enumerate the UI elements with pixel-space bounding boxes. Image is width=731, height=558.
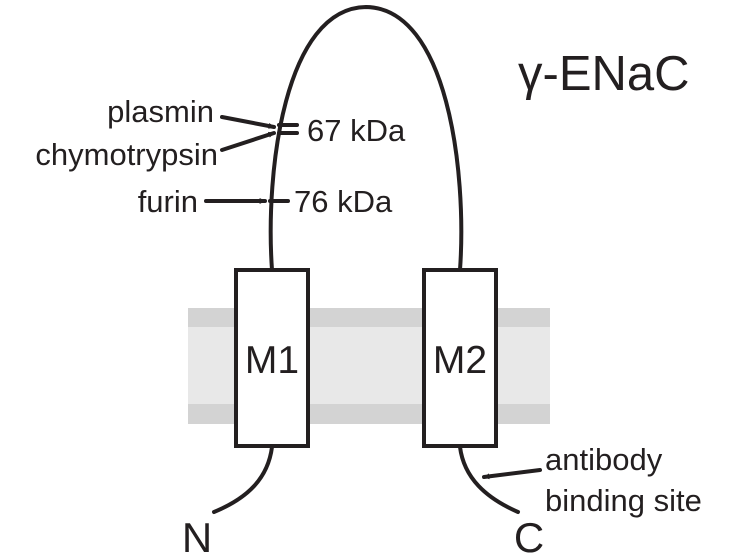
extracellular-loop: [268, 4, 464, 272]
chymotrypsin-label: chymotrypsin: [35, 137, 218, 172]
n-terminal-tail: [212, 445, 274, 514]
chymotrypsin-arrow: [220, 131, 276, 152]
antibody-label-line2: binding site: [545, 483, 702, 518]
fragment-67kda-label: 67 kDa: [307, 113, 406, 148]
m2-label: M2: [433, 339, 487, 382]
plasmin-arrow: [220, 115, 276, 129]
antibody-label-line1: antibody: [545, 442, 663, 477]
m2-segment-box: [422, 268, 498, 448]
furin-label: furin: [138, 184, 198, 219]
c-terminus-label: C: [514, 514, 544, 558]
protein-title: γ-ENaC: [518, 47, 690, 101]
antibody-arrow: [482, 468, 542, 480]
n-terminus-label: N: [182, 514, 212, 558]
m1-label: M1: [245, 339, 299, 382]
fragment-76kda-label: 76 kDa: [294, 184, 393, 219]
plasmin-label: plasmin: [107, 94, 214, 129]
m1-segment-box: [234, 268, 310, 448]
c-terminal-tail: [458, 445, 520, 514]
